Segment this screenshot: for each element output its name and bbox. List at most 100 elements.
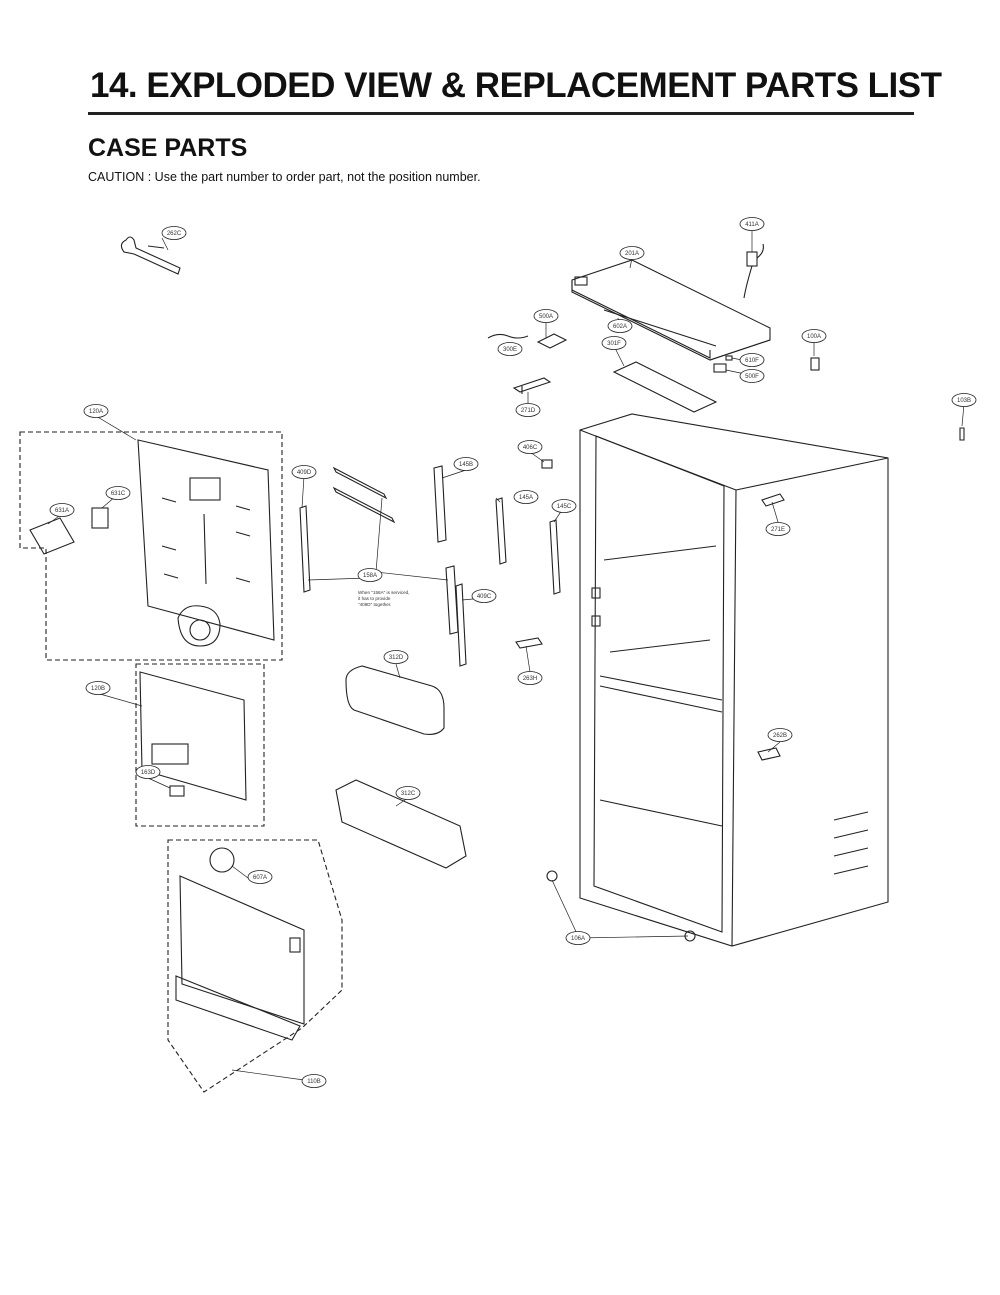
- callout-120a: 120A: [83, 404, 109, 418]
- part-clip-610f: [725, 355, 733, 361]
- svg-text:262C: 262C: [167, 231, 182, 237]
- part-trim-409d-left: [299, 505, 311, 593]
- part-trim-409c: [455, 583, 467, 667]
- part-rod-602a: [603, 309, 717, 347]
- callout-312d: 312D: [383, 650, 409, 664]
- svg-text:110B: 110B: [307, 1079, 321, 1085]
- svg-text:201A: 201A: [625, 251, 639, 257]
- part-dispenser-110b: [175, 875, 305, 1041]
- callout-411a: 411A: [739, 217, 765, 231]
- part-leveling-leg-106a-left: [546, 870, 558, 882]
- part-sensor-500f: [713, 363, 727, 373]
- callout-271e: 271E: [765, 522, 791, 536]
- part-basket-312c: [335, 779, 467, 869]
- part-trim-158a-mid: [332, 486, 396, 524]
- part-wrench-262c: [120, 236, 181, 275]
- svg-text:163D: 163D: [141, 770, 156, 776]
- svg-text:409C: 409C: [477, 594, 492, 600]
- callout-145b: 145B: [453, 457, 479, 471]
- svg-text:"409D" together.: "409D" together.: [358, 602, 391, 607]
- callout-103b: 103B: [951, 393, 977, 407]
- part-hinge-262b: [757, 747, 781, 761]
- part-door-panel-120a: [137, 439, 275, 647]
- part-cover-301f: [612, 361, 718, 413]
- callout-201a: 201A: [619, 246, 645, 260]
- callout-262c: 262C: [161, 226, 187, 240]
- svg-text:602A: 602A: [613, 324, 627, 330]
- part-power-cord-411a: [743, 243, 764, 299]
- caution-text: CAUTION : Use the part number to order p…: [88, 170, 481, 184]
- part-trim-158a-top: [332, 466, 388, 500]
- callout-500a: 500A: [533, 309, 559, 323]
- callout-301f: 301F: [601, 336, 627, 350]
- callout-607a: 607A: [247, 870, 273, 884]
- part-bracket-271d: [512, 377, 552, 394]
- part-basket-312d: [345, 665, 445, 735]
- part-top-cover-201a: [571, 259, 771, 361]
- callout-312c: 312C: [395, 786, 421, 800]
- svg-text:610F: 610F: [745, 358, 759, 364]
- part-display-631a: [29, 517, 75, 555]
- callout-120b: 120B: [85, 681, 111, 695]
- svg-text:103B: 103B: [957, 398, 971, 404]
- section-title: CASE PARTS: [88, 134, 248, 162]
- group-box-120a: [19, 431, 283, 661]
- svg-text:262B: 262B: [773, 733, 787, 739]
- callout-631c: 631C: [105, 486, 131, 500]
- svg-text:300E: 300E: [503, 347, 517, 353]
- svg-text:145C: 145C: [557, 504, 572, 510]
- part-main-cabinet: [579, 413, 889, 947]
- svg-text:158A: 158A: [363, 573, 377, 579]
- svg-text:312C: 312C: [401, 791, 416, 797]
- part-bracket-263h: [515, 637, 543, 649]
- svg-text:607A: 607A: [253, 875, 267, 881]
- svg-text:145A: 145A: [519, 495, 533, 501]
- callout-145a: 145A: [513, 490, 539, 504]
- part-harness-300e: [487, 333, 529, 339]
- title-rule: [88, 112, 914, 115]
- svg-text:312D: 312D: [389, 655, 404, 661]
- callout-263h: 263H: [517, 671, 543, 685]
- callout-500f: 500F: [739, 369, 765, 383]
- service-note: When "158A" is serviced, it has to provi…: [358, 590, 410, 607]
- part-screw-103b: [959, 427, 965, 441]
- svg-text:500A: 500A: [539, 314, 553, 320]
- callout-106a: 106A: [565, 931, 591, 945]
- part-rail-145a: [495, 497, 507, 565]
- callout-610f: 610F: [739, 353, 765, 367]
- callout-158a: 158A: [357, 568, 383, 582]
- part-hinge-cap-100a: [810, 357, 820, 371]
- svg-text:it has to provide: it has to provide: [358, 596, 391, 601]
- callout-110b: 110B: [301, 1074, 327, 1088]
- callout-300e: 300E: [497, 342, 523, 356]
- part-rail-145c: [549, 519, 561, 595]
- svg-text:301F: 301F: [607, 341, 621, 347]
- svg-text:631C: 631C: [111, 491, 126, 497]
- callout-271d: 271D: [515, 403, 541, 417]
- part-hinge-271e: [761, 493, 785, 507]
- callout-406c: 406C: [517, 440, 543, 454]
- part-gasket-631c: [91, 507, 109, 529]
- callout-100a: 100A: [801, 329, 827, 343]
- part-pcb-500a: [536, 333, 568, 349]
- callouts: 262C 201A 411A 500A 300E 602A 301F 610F …: [49, 217, 977, 1088]
- svg-text:500F: 500F: [745, 374, 759, 380]
- part-control-box-120b: [139, 671, 247, 801]
- leader-lines: [47, 230, 965, 1081]
- svg-text:631A: 631A: [55, 508, 69, 514]
- svg-text:120A: 120A: [89, 409, 103, 415]
- callout-409c: 409C: [471, 589, 497, 603]
- callout-631a: 631A: [49, 503, 75, 517]
- svg-text:100A: 100A: [807, 334, 821, 340]
- callout-409d: 409D: [291, 465, 317, 479]
- svg-text:271E: 271E: [771, 527, 785, 533]
- svg-text:145B: 145B: [459, 462, 473, 468]
- callout-602a: 602A: [607, 319, 633, 333]
- svg-text:271D: 271D: [521, 408, 536, 414]
- svg-text:406C: 406C: [523, 445, 538, 451]
- svg-text:When "158A" is serviced,: When "158A" is serviced,: [358, 590, 410, 595]
- svg-text:106A: 106A: [571, 936, 585, 942]
- callout-163d: 163D: [135, 765, 161, 779]
- callout-262b: 262B: [767, 728, 793, 742]
